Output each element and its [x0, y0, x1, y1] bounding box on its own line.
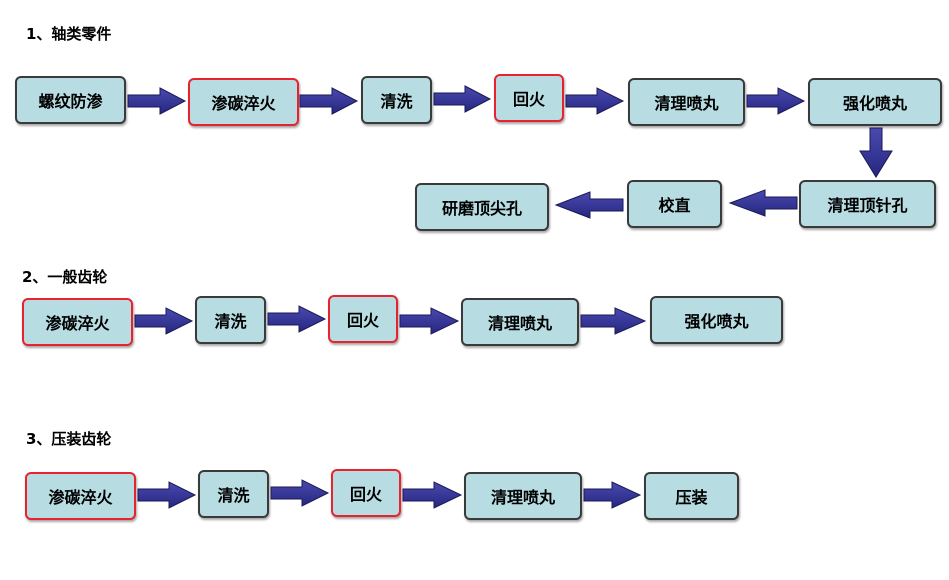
s3-step-cleaning: 清洗	[198, 470, 269, 518]
s1-step-carburizing-quenching: 渗碳淬火	[188, 78, 299, 126]
s3-step-cleaning-shot-blast: 清理喷丸	[464, 472, 582, 520]
arrow-down-icon	[859, 127, 893, 178]
s2-step-cleaning-shot-blast: 清理喷丸	[461, 298, 579, 346]
section-1-heading: 1、轴类零件	[26, 25, 112, 43]
s2-step-tempering: 回火	[328, 295, 398, 343]
arrow-left-icon	[728, 189, 798, 217]
s3-step-press-fit: 压装	[644, 472, 739, 520]
s1-step-straightening: 校直	[627, 180, 722, 228]
s1-step-thread-protection: 螺纹防渗	[15, 76, 126, 124]
s1-step-tempering: 回火	[494, 74, 564, 122]
s3-step-carburizing-quenching: 渗碳淬火	[25, 472, 136, 520]
s2-step-strengthening-shot-peen: 强化喷丸	[650, 296, 783, 344]
section-2-heading: 2、一般齿轮	[22, 268, 108, 286]
s1-step-cleaning-shot-blast: 清理喷丸	[628, 78, 745, 126]
arrow-right-icon	[127, 87, 187, 115]
s1-step-strengthening-shot-peen: 强化喷丸	[808, 78, 942, 126]
arrow-right-icon	[270, 479, 330, 507]
arrow-right-icon	[580, 307, 647, 335]
arrow-left-icon	[554, 191, 624, 219]
section-3-heading: 3、压装齿轮	[26, 430, 112, 448]
arrow-right-icon	[433, 85, 492, 113]
arrow-right-icon	[134, 307, 194, 335]
arrow-right-icon	[137, 481, 197, 509]
arrow-right-icon	[267, 305, 327, 333]
s2-step-carburizing-quenching: 渗碳淬火	[22, 298, 133, 346]
s1-step-clean-center-hole: 清理顶针孔	[799, 180, 936, 228]
arrow-right-icon	[399, 307, 460, 335]
s1-step-cleaning: 清洗	[361, 76, 432, 124]
s3-step-tempering: 回火	[331, 469, 401, 517]
arrow-right-icon	[583, 481, 642, 509]
arrow-right-icon	[565, 87, 625, 115]
arrow-right-icon	[299, 87, 359, 115]
arrow-right-icon	[402, 481, 463, 509]
s2-step-cleaning: 清洗	[195, 296, 266, 344]
s1-step-grind-center-hole: 研磨顶尖孔	[415, 183, 549, 231]
arrow-right-icon	[746, 87, 806, 115]
